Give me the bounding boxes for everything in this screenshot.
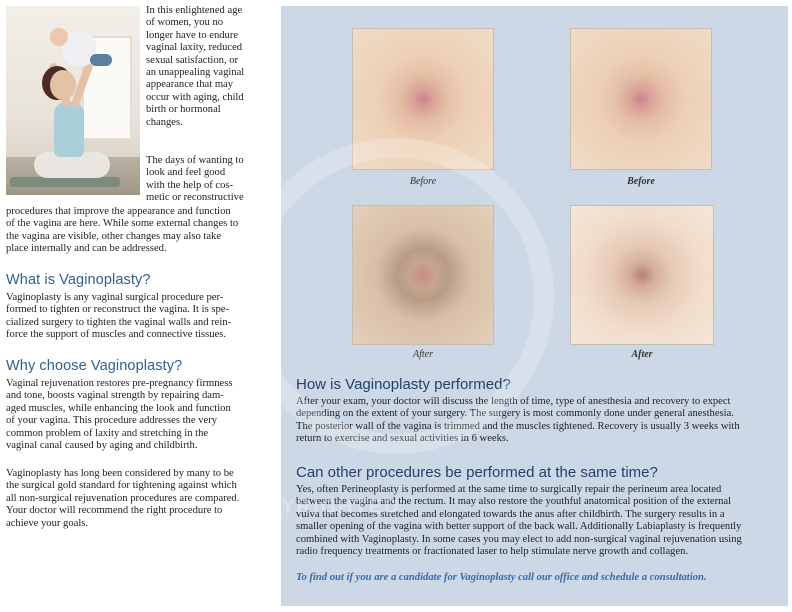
right-panel: Before Before After After How is Vaginop…: [281, 6, 788, 606]
why-line: the surgical gold standard for tightenin…: [6, 480, 237, 492]
other-line: radio frequency treatments or fractionat…: [296, 546, 689, 557]
other-line: smaller opening of the vagina with bette…: [296, 521, 742, 533]
how-line: After your exam, your doctor will discus…: [296, 396, 731, 407]
other-line: combined with Vaginoplasty. In some case…: [296, 533, 742, 545]
what-line: cialized surgery to tighten the vaginal …: [6, 316, 232, 328]
other-line: Yes, often Perineoplasty is performed at…: [296, 484, 722, 495]
what-line: formed to tighten or reconstruct the vag…: [6, 304, 229, 316]
why-line: aged muscles, while enhancing the look a…: [6, 402, 231, 414]
figure-after-2: After: [570, 205, 714, 373]
why-heading: Why choose Vaginoplasty?: [6, 358, 183, 374]
why-line: Your doctor will recommend the right pro…: [6, 505, 223, 517]
other-line: vulva that becomes stretched and elongat…: [296, 508, 725, 520]
why-line: Vaginal rejuvenation restores pre-pregna…: [6, 378, 233, 389]
intro-line: procedures that improve the appearance a…: [6, 206, 231, 217]
figure-before-2: Before: [570, 28, 712, 198]
why-line: vaginal canal caused by aging and childb…: [6, 440, 198, 451]
why-line: and tone, boosts vaginal strength by rep…: [6, 390, 224, 402]
intro-line: look and feel good: [146, 167, 226, 179]
intro-line: appearance that may: [146, 79, 234, 91]
after-photo-2: [570, 205, 714, 345]
figure-caption: Before: [409, 176, 437, 187]
before-photo-2: [570, 28, 712, 170]
figure-caption: After: [631, 349, 653, 360]
intro-line: of women, you no: [146, 17, 224, 29]
intro-line: place internally and can be addressed.: [6, 243, 167, 255]
intro-line: an unappealing vaginal: [146, 67, 245, 78]
intro-line: changes.: [146, 116, 183, 128]
intro-line: metic or reconstructive: [146, 192, 244, 204]
after-photo-1: [352, 205, 494, 345]
consultation-cta: To find out if you are a candidate for V…: [296, 572, 707, 583]
why-line: achieve your goals.: [6, 517, 89, 529]
why-line: common problem of laxity and stretching …: [6, 427, 209, 439]
other-line: between the vagina and the rectum. It ma…: [296, 496, 732, 508]
before-photo-1: [352, 28, 494, 170]
why-line: Vaginoplasty has long been considered by…: [6, 468, 234, 479]
figure-caption: Before: [627, 176, 655, 187]
intro-line: longer have to endure: [146, 29, 239, 41]
mother-baby-photo: [6, 6, 140, 195]
what-line: force the support of muscles and connect…: [6, 329, 227, 341]
intro-line: occur with aging, child: [146, 91, 244, 103]
intro-line: with the help of cos-: [146, 179, 234, 191]
intro-line: sexual satisfaction, or: [146, 54, 239, 66]
left-column: In this enlightened age of women, you no…: [0, 0, 282, 612]
how-line: The posterior wall of the vagina is trim…: [296, 420, 740, 432]
figure-caption: After: [413, 349, 433, 360]
why-line: of your vagina. This procedure addresses…: [6, 415, 218, 427]
intro-line: vaginal laxity, reduced: [146, 42, 243, 54]
how-heading: How is Vaginoplasty performed?: [296, 376, 511, 393]
intro-line: of the vagina are here. While some exter…: [6, 218, 239, 230]
what-line: Vaginoplasty is any vaginal surgical pro…: [6, 292, 224, 303]
figure-after-1: After: [352, 205, 494, 373]
intro-line: The days of wanting to: [146, 155, 244, 166]
why-line: all non-surgical rejuvenation procedures…: [6, 492, 240, 504]
intro-line: birth or hormonal: [146, 104, 221, 116]
how-line: return to exercise and sexual activities…: [296, 433, 509, 445]
intro-line: In this enlightened age: [146, 5, 243, 16]
how-line: depending on the extent of your surgery.…: [296, 408, 734, 420]
what-heading: What is Vaginoplasty?: [6, 272, 151, 288]
figure-before-1: Before: [352, 28, 494, 198]
other-procedures-heading: Can other procedures be performed at the…: [296, 464, 658, 481]
intro-line: the vagina are visible, other changes ma…: [6, 230, 222, 242]
